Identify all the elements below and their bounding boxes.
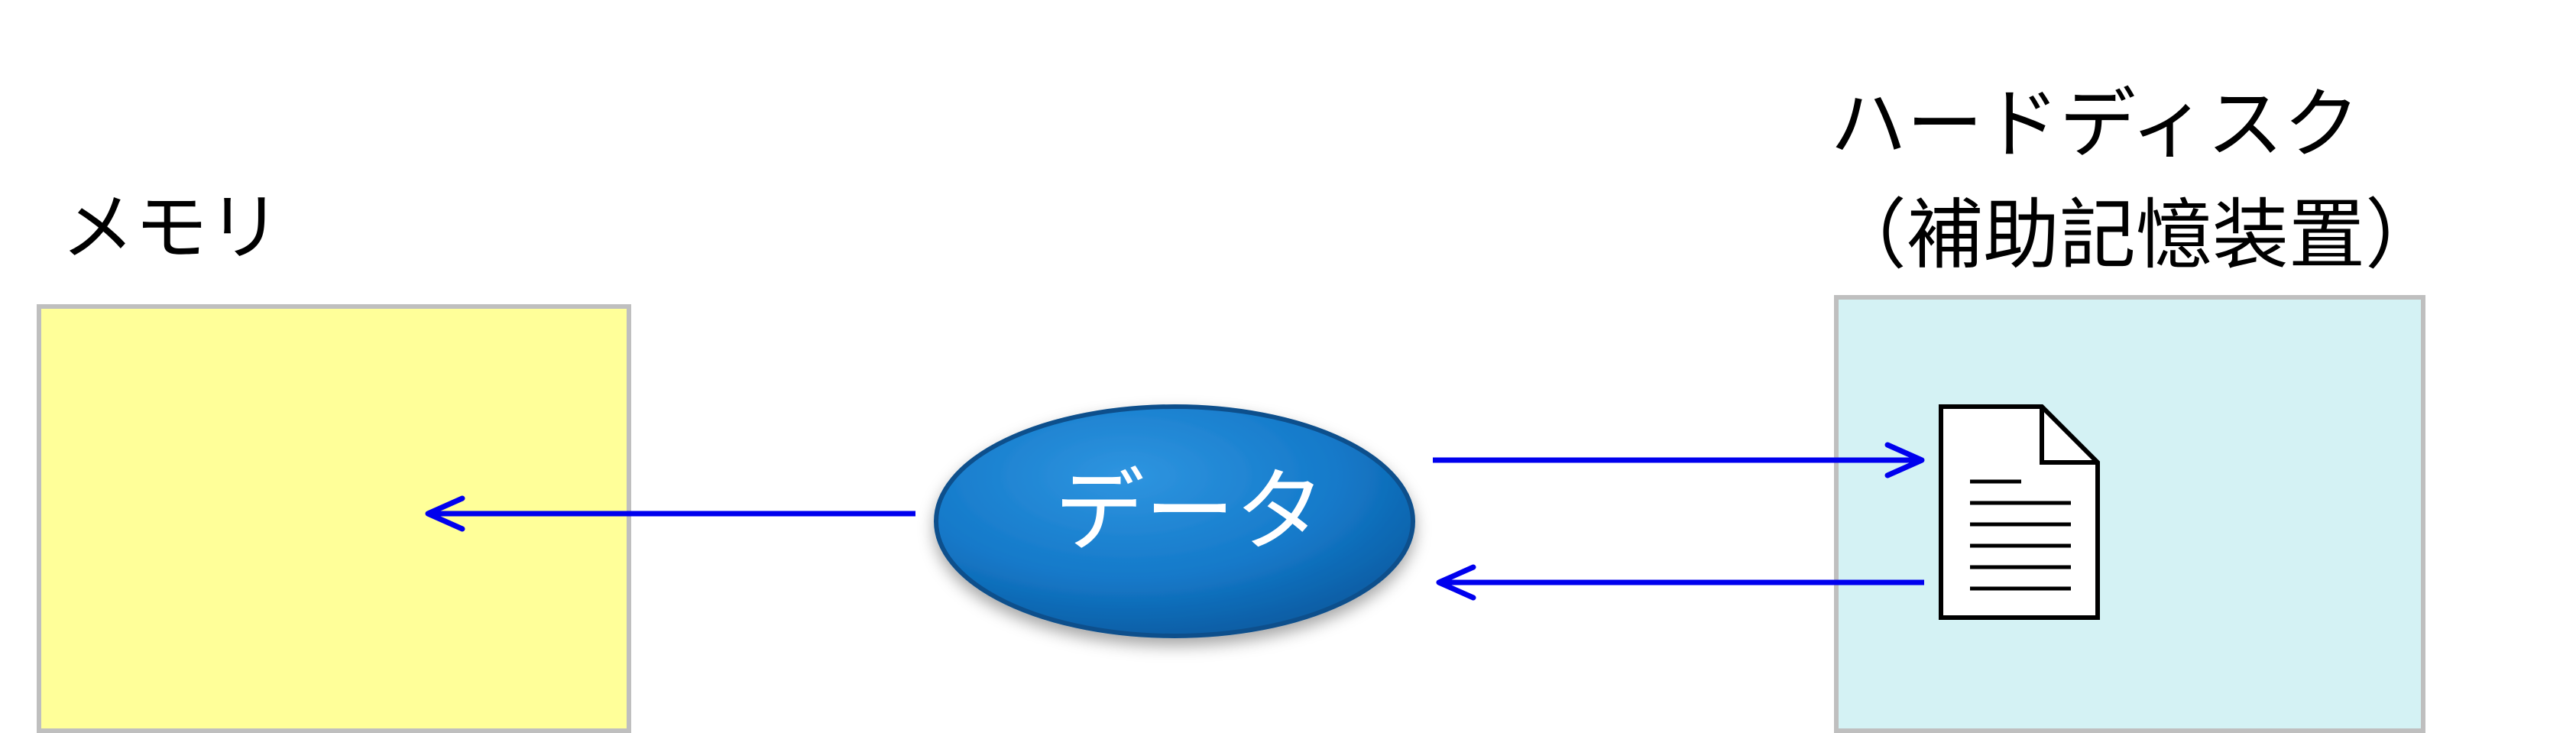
arrow-to-memory — [425, 495, 915, 532]
memory-box — [37, 304, 631, 733]
data-node — [934, 404, 1415, 638]
arrow-from-hard-disk — [1436, 564, 1924, 601]
hard-disk-box — [1834, 295, 2425, 733]
data-node-label: データ — [1054, 459, 1325, 564]
memory-label: メモリ — [61, 185, 281, 271]
hard-disk-label-line2: （補助記憶装置） — [1830, 190, 2442, 280]
hard-disk-label-line1: ハードディスク — [1830, 79, 2360, 169]
arrow-to-hard-disk — [1433, 442, 1925, 478]
hard-disk-label: ハードディスク （補助記憶装置） — [1830, 69, 2442, 290]
document-icon — [1939, 404, 2100, 620]
